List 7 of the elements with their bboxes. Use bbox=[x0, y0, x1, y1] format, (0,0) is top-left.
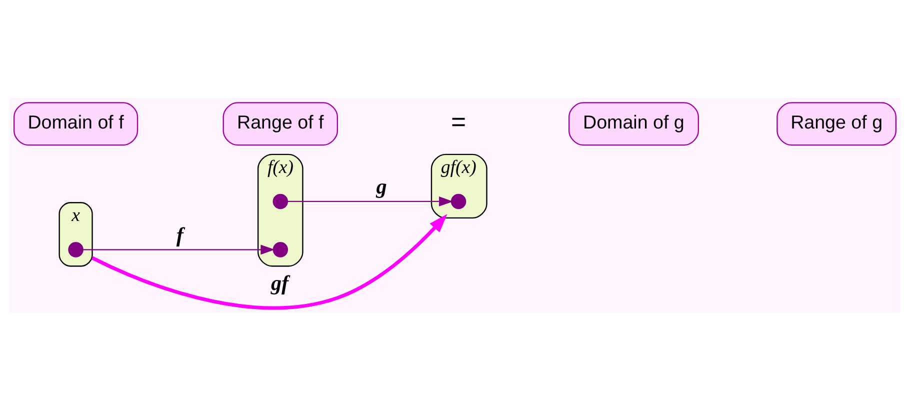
label: = bbox=[450, 108, 466, 136]
node-label: gf(x) bbox=[440, 156, 476, 178]
edge-label: g bbox=[376, 174, 386, 198]
edge-label: f bbox=[176, 222, 183, 246]
edge-label: gf bbox=[270, 270, 288, 295]
node-label: x bbox=[71, 204, 80, 226]
node-label: f(x) bbox=[266, 156, 294, 178]
